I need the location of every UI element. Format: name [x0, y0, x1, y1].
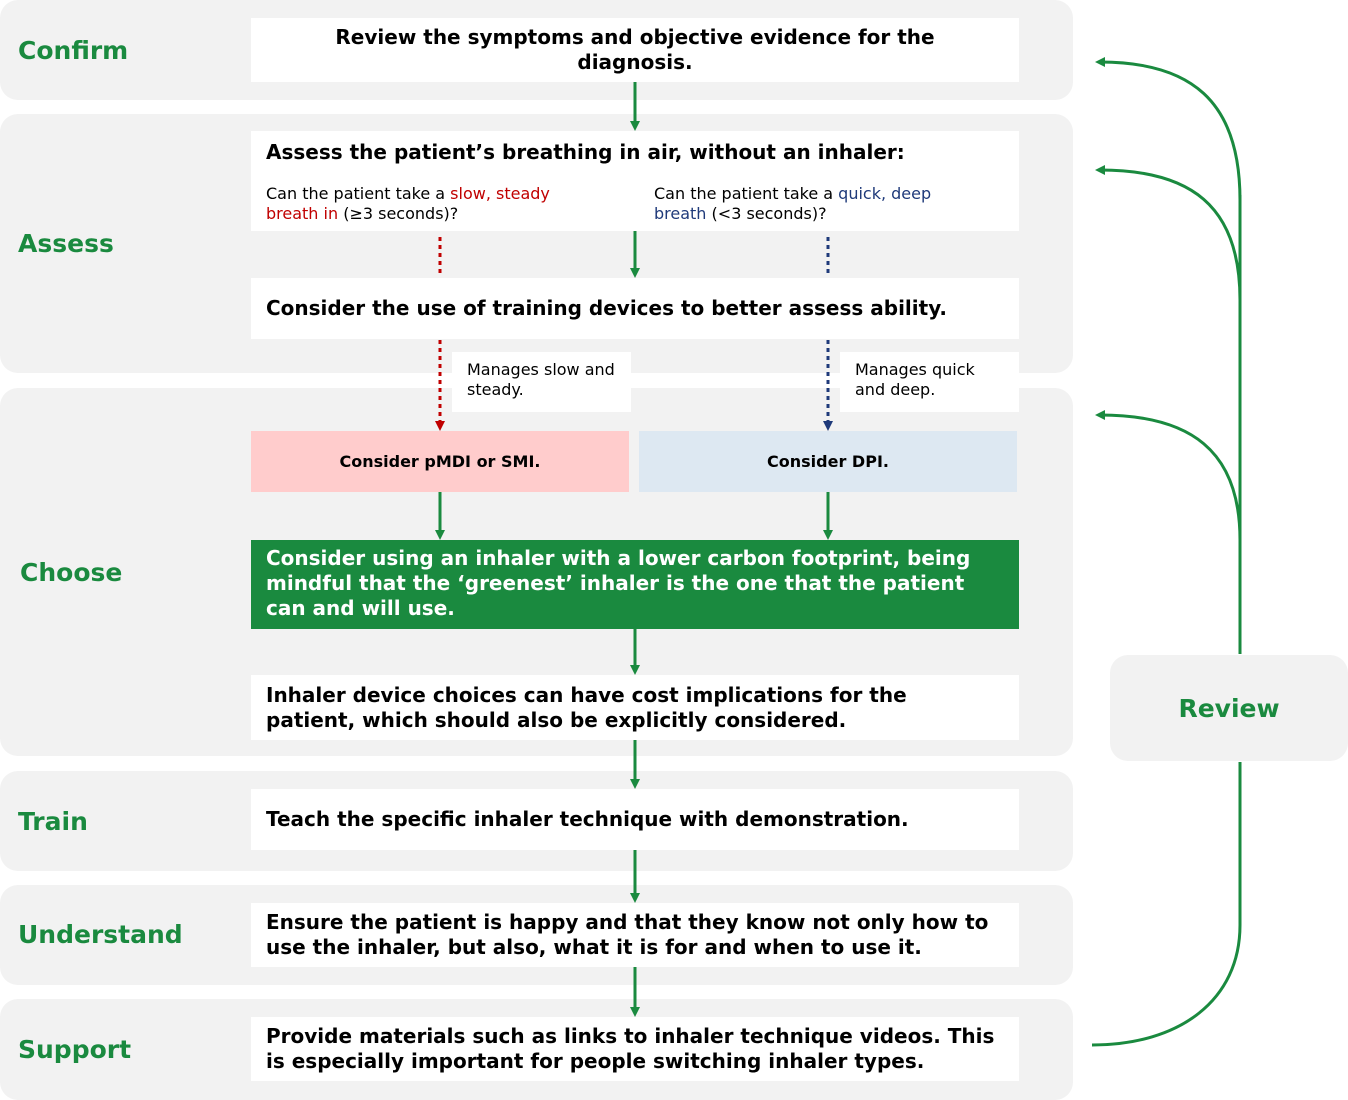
stage-label-train: Train [18, 807, 88, 836]
support-text: Provide materials such as links to inhal… [266, 1024, 995, 1073]
stage-label-choose: Choose [20, 558, 123, 587]
review-arrow-to-choose [1095, 410, 1242, 541]
manages-slow-label: Manages slow and steady. [452, 352, 631, 412]
understand-box: Ensure the patient is happy and that the… [251, 903, 1019, 967]
manages-slow-text: Manages slow and steady. [467, 360, 615, 399]
slow-question-highlight: slow, steady breath in [266, 184, 550, 223]
stage-label-confirm: Confirm [18, 36, 129, 65]
review-arrow-to-confirm [1095, 57, 1242, 201]
slow-breath-question: Can the patient take a slow, steady brea… [266, 184, 606, 224]
stage-label-understand: Understand [18, 920, 183, 949]
quick-question-post: (<3 seconds)? [706, 204, 827, 223]
training-devices-box: Consider the use of training devices to … [251, 278, 1019, 339]
slow-question-pre: Can the patient take a [266, 184, 451, 203]
slow-question-post: (≥3 seconds)? [338, 204, 459, 223]
green-footprint-text: Consider using an inhaler with a lower c… [266, 546, 971, 620]
pmdi-text: Consider pMDI or SMI. [339, 452, 541, 471]
manages-quick-text: Manages quick and deep. [855, 360, 975, 399]
assess-breathing-box: Assess the patient’s breathing in air, w… [251, 131, 1019, 231]
stage-label-support: Support [18, 1035, 132, 1064]
support-box: Provide materials such as links to inhal… [251, 1017, 1019, 1081]
green-footprint-box: Consider using an inhaler with a lower c… [251, 540, 1019, 629]
quick-breath-question: Can the patient take a quick, deep breat… [654, 184, 974, 224]
train-text: Teach the specific inhaler technique wit… [266, 807, 909, 831]
quick-question-highlight: quick, deep breath [654, 184, 932, 223]
pmdi-box: Consider pMDI or SMI. [251, 431, 629, 492]
dpi-box: Consider DPI. [639, 431, 1017, 492]
confirm-box: Review the symptoms and objective eviden… [251, 18, 1019, 82]
dpi-text: Consider DPI. [767, 452, 889, 471]
cost-box: Inhaler device choices can have cost imp… [251, 675, 1019, 740]
cost-text: Inhaler device choices can have cost imp… [266, 682, 907, 732]
understand-text: Ensure the patient is happy and that the… [266, 910, 989, 959]
train-box: Teach the specific inhaler technique wit… [251, 789, 1019, 850]
confirm-text: Review the symptoms and objective eviden… [335, 25, 935, 74]
review-box: Review [1110, 655, 1348, 761]
quick-question-pre: Can the patient take a [654, 184, 839, 203]
review-arrow-to-assess [1095, 165, 1242, 301]
training-devices-text: Consider the use of training devices to … [266, 296, 948, 320]
stage-label-review: Review [1178, 693, 1280, 723]
assess-title: Assess the patient’s breathing in air, w… [266, 140, 905, 164]
review-curve-support [1091, 924, 1242, 1047]
manages-quick-label: Manages quick and deep. [840, 352, 1019, 412]
stage-label-assess: Assess [18, 229, 114, 258]
